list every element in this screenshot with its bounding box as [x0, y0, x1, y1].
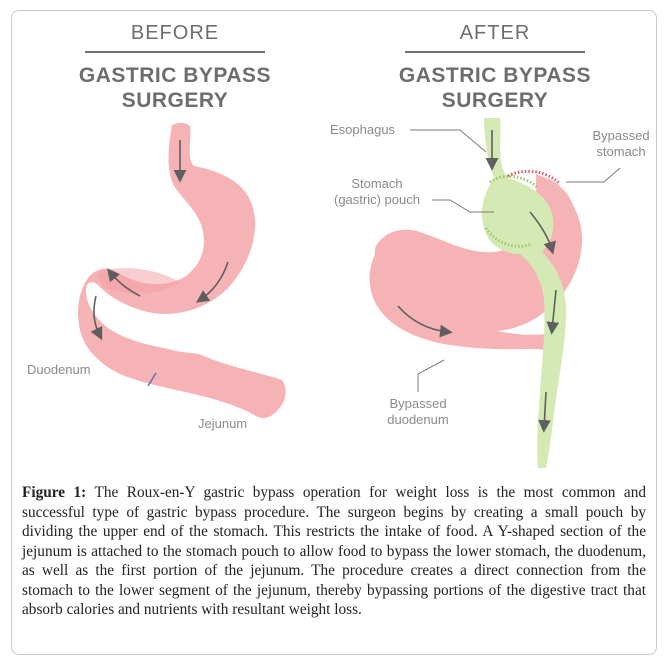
- caption-text: The Roux-en-Y gastric bypass operation f…: [22, 484, 646, 618]
- label-stomach-pouch-line1: Stomach: [318, 176, 436, 192]
- caption-label: Figure 1:: [22, 484, 86, 501]
- leader-bypassed-stomach: [566, 168, 620, 182]
- leader-bypassed-duodenum: [418, 360, 444, 392]
- label-duodenum: Duodenum: [27, 362, 91, 378]
- leader-esophagus: [410, 130, 486, 152]
- label-bypassed-duodenum-line2: duodenum: [370, 412, 466, 428]
- label-jejunum: Jejunum: [198, 416, 247, 432]
- label-esophagus: Esophagus: [330, 122, 395, 138]
- label-stomach-pouch: Stomach (gastric) pouch: [318, 176, 436, 208]
- figure-caption: Figure 1: The Roux-en-Y gastric bypass o…: [22, 483, 646, 620]
- label-bypassed-stomach: Bypassed stomach: [586, 128, 656, 160]
- label-bypassed-stomach-line2: stomach: [586, 144, 656, 160]
- before-stomach-drawing: [78, 123, 286, 418]
- illustration: [0, 0, 670, 480]
- label-bypassed-stomach-line1: Bypassed: [586, 128, 656, 144]
- label-bypassed-duodenum: Bypassed duodenum: [370, 396, 466, 428]
- label-stomach-pouch-line2: (gastric) pouch: [318, 192, 436, 208]
- label-bypassed-duodenum-line1: Bypassed: [370, 396, 466, 412]
